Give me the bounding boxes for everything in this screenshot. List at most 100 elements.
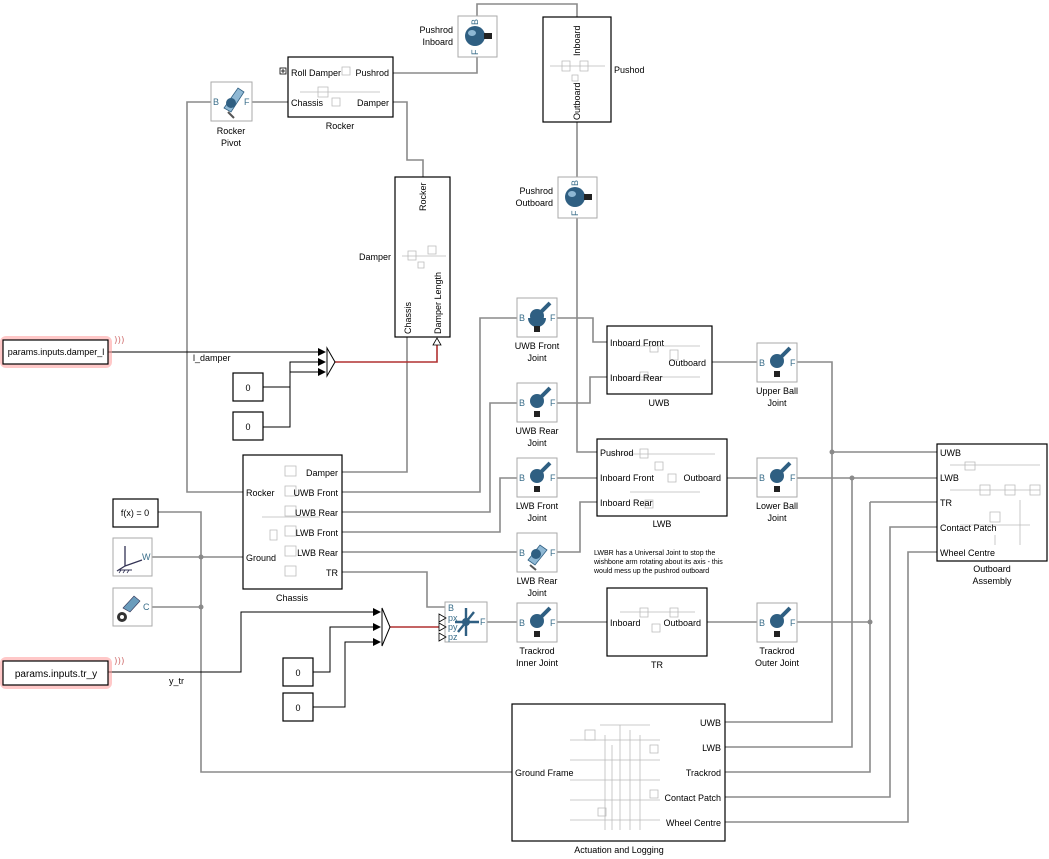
- svg-text:Pivot: Pivot: [221, 138, 242, 148]
- mux-trackrod[interactable]: [381, 607, 391, 647]
- world-frame-block[interactable]: W: [112, 537, 153, 577]
- port-label: Outboard: [668, 358, 706, 368]
- actuation-logging-subsystem[interactable]: Ground Frame UWB LWB Trackrod Contact Pa…: [511, 703, 726, 855]
- svg-text:B: B: [519, 548, 525, 558]
- connection-lines: [108, 3, 937, 823]
- port-label: LWB: [702, 743, 721, 753]
- outboard-assembly-subsystem[interactable]: UWB LWB TR Contact Patch Wheel Centre Ou…: [936, 443, 1048, 586]
- block-name: Damper: [359, 252, 391, 262]
- port-label: Damper: [357, 98, 389, 108]
- port-label: TR: [940, 498, 952, 508]
- port-label: Inboard: [572, 25, 582, 56]
- svg-text:Joint: Joint: [527, 513, 547, 523]
- svg-text:wishbone arm rotating about it: wishbone arm rotating about its axis - t…: [593, 559, 723, 566]
- svg-text:F: F: [550, 548, 556, 558]
- pushrod-inboard-joint[interactable]: B F Pushrod Inboard: [419, 15, 498, 58]
- svg-text:Joint: Joint: [527, 438, 547, 448]
- spherical-joint-icon: [465, 26, 492, 46]
- svg-text:Pushrod: Pushrod: [519, 186, 553, 196]
- svg-text:F: F: [480, 617, 486, 627]
- constant-value: 0: [245, 383, 250, 393]
- spherical-joint-icon: [565, 187, 592, 207]
- port-label: Inboard: [610, 618, 641, 628]
- svg-text:F: F: [550, 313, 556, 323]
- constant-value: 0: [295, 668, 300, 678]
- trackrod-outer-joint[interactable]: B F Trackrod Outer Joint: [755, 602, 800, 668]
- rocker-subsystem[interactable]: Roll Damper Pushrod Chassis Damper Rocke…: [279, 56, 394, 131]
- damper-subsystem[interactable]: Rocker Chassis Damper Length Damper: [359, 176, 451, 346]
- port-label: Ground: [246, 553, 276, 563]
- svg-text:F: F: [550, 398, 556, 408]
- block-name: Assembly: [972, 576, 1012, 586]
- svg-text:Outboard: Outboard: [515, 198, 553, 208]
- chassis-subsystem[interactable]: Rocker Ground Damper UWB Front UWB Rear …: [242, 454, 343, 603]
- svg-text:W: W: [142, 552, 151, 562]
- constant-block-2[interactable]: 0: [232, 411, 264, 441]
- svg-text:py: py: [448, 622, 458, 632]
- rocker-pivot-joint[interactable]: B F Rocker Pivot: [210, 81, 253, 148]
- port-label: UWB Front: [293, 488, 338, 498]
- trackrod-cartesian-joint[interactable]: B F px py pz: [438, 601, 488, 643]
- port-label: Inboard Rear: [610, 373, 663, 383]
- block-name: Rocker: [326, 121, 355, 131]
- port-label: Outboard: [572, 82, 582, 120]
- universal-joint-icon: [527, 544, 548, 571]
- spherical-joint-icon: [770, 346, 792, 377]
- mux-damper[interactable]: [326, 346, 336, 378]
- svg-text:Upper Ball: Upper Ball: [756, 386, 798, 396]
- port-label: Outboard: [683, 473, 721, 483]
- spherical-joint-icon: [770, 606, 792, 637]
- svg-text:F: F: [244, 97, 250, 107]
- port-label: Inboard Front: [600, 473, 655, 483]
- port-label: Damper: [306, 468, 338, 478]
- block-name: UWB: [649, 398, 670, 408]
- mechanism-config-block[interactable]: C: [112, 587, 153, 627]
- svg-text:Lower Ball: Lower Ball: [756, 501, 798, 511]
- tr-subsystem[interactable]: Inboard Outboard TR: [606, 587, 708, 670]
- constant-block-4[interactable]: 0: [282, 692, 314, 722]
- port-label: Chassis: [403, 301, 413, 334]
- uwb-subsystem[interactable]: Inboard Front Inboard Rear Outboard UWB: [606, 325, 713, 408]
- port-label: LWB: [940, 473, 959, 483]
- port-label: Contact Patch: [940, 523, 997, 533]
- block-name: Chassis: [276, 593, 309, 603]
- port-label: Pushrod: [355, 68, 389, 78]
- port-label: Rocker: [246, 488, 275, 498]
- port-label: UWB Rear: [295, 508, 338, 518]
- port-label: Chassis: [291, 98, 324, 108]
- port-label: Wheel Centre: [666, 818, 721, 828]
- svg-text:B: B: [213, 97, 219, 107]
- pushod-subsystem[interactable]: Inboard Outboard Pushod: [542, 16, 645, 123]
- svg-text:Trackrod: Trackrod: [759, 646, 794, 656]
- trackrod-input-block[interactable]: params.inputs.tr_y ))): [0, 657, 125, 689]
- trackrod-input-label: params.inputs.tr_y: [15, 669, 97, 680]
- svg-text:B: B: [519, 473, 525, 483]
- lwb-rear-joint[interactable]: B F LWB Rear Joint: [516, 532, 558, 598]
- pushrod-outboard-joint[interactable]: B F Pushrod Outboard: [515, 176, 598, 219]
- port-label: Contact Patch: [664, 793, 721, 803]
- trackrod-signal-label: y_tr: [169, 676, 184, 686]
- trackrod-inner-joint[interactable]: B F Trackrod Inner Joint: [516, 602, 559, 668]
- constant-value: 0: [245, 422, 250, 432]
- port-label: UWB: [700, 718, 721, 728]
- spherical-joint-icon: [530, 461, 552, 492]
- lwb-subsystem[interactable]: Pushrod Inboard Front Inboard Rear Outbo…: [596, 438, 728, 529]
- uwb-rear-joint[interactable]: B F UWB Rear Joint: [515, 382, 559, 448]
- svg-text:pz: pz: [448, 632, 458, 642]
- lwb-front-joint[interactable]: B F LWB Front Joint: [516, 457, 559, 523]
- svg-text:Rocker: Rocker: [217, 126, 246, 136]
- upper-ball-joint[interactable]: B F Upper Ball Joint: [756, 342, 798, 408]
- svg-text:Joint: Joint: [527, 588, 547, 598]
- constant-block-1[interactable]: 0: [232, 372, 264, 402]
- svg-text:Joint: Joint: [767, 398, 787, 408]
- lower-ball-joint[interactable]: B F Lower Ball Joint: [756, 457, 798, 523]
- svg-text:F: F: [470, 49, 480, 55]
- wireless-icon: ))): [114, 657, 125, 667]
- block-name: Outboard: [973, 564, 1011, 574]
- solver-config-block[interactable]: f(x) = 0: [112, 498, 159, 528]
- uwb-front-joint[interactable]: B F UWB Front Joint: [515, 297, 560, 363]
- svg-text:LWB Rear: LWB Rear: [517, 576, 558, 586]
- constant-block-3[interactable]: 0: [282, 657, 314, 687]
- damper-input-block[interactable]: params.inputs.damper_l ))): [0, 336, 125, 368]
